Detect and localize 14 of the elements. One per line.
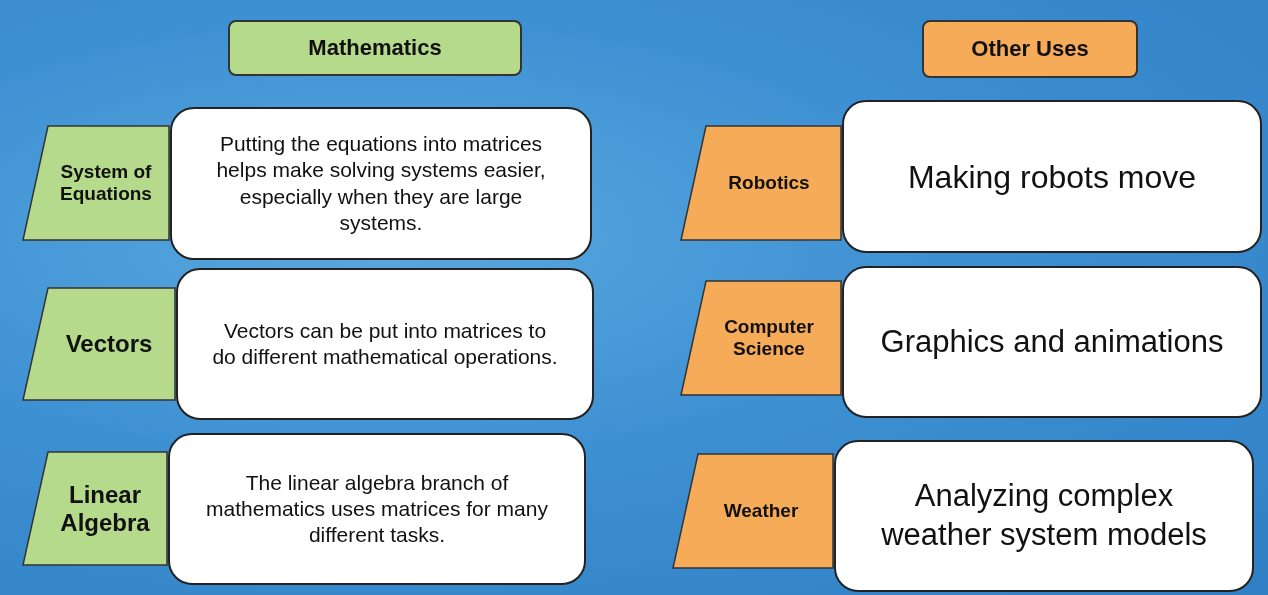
category-tag: Computer Science [680,280,842,396]
section-heading: Mathematics [228,20,522,76]
description-card: Graphics and animations [842,266,1262,418]
category-tag: Weather [672,453,834,569]
category-tag: System of Equations [22,125,170,241]
description-card: Putting the equations into matrices helps make solving systems easier, especially when they are large systems. [170,107,592,260]
description-card: Vectors can be put into matrices to do different mathematical operations. [176,268,594,420]
description-card: Analyzing complex weather system models [834,440,1254,592]
category-tag: Linear Algebra [22,451,168,566]
description-card: Making robots move [842,100,1262,253]
section-heading: Other Uses [922,20,1138,78]
category-tag: Robotics [680,125,842,241]
description-card: The linear algebra branch of mathematics uses matrices for many different tasks. [168,433,586,585]
category-tag: Vectors [22,287,176,401]
